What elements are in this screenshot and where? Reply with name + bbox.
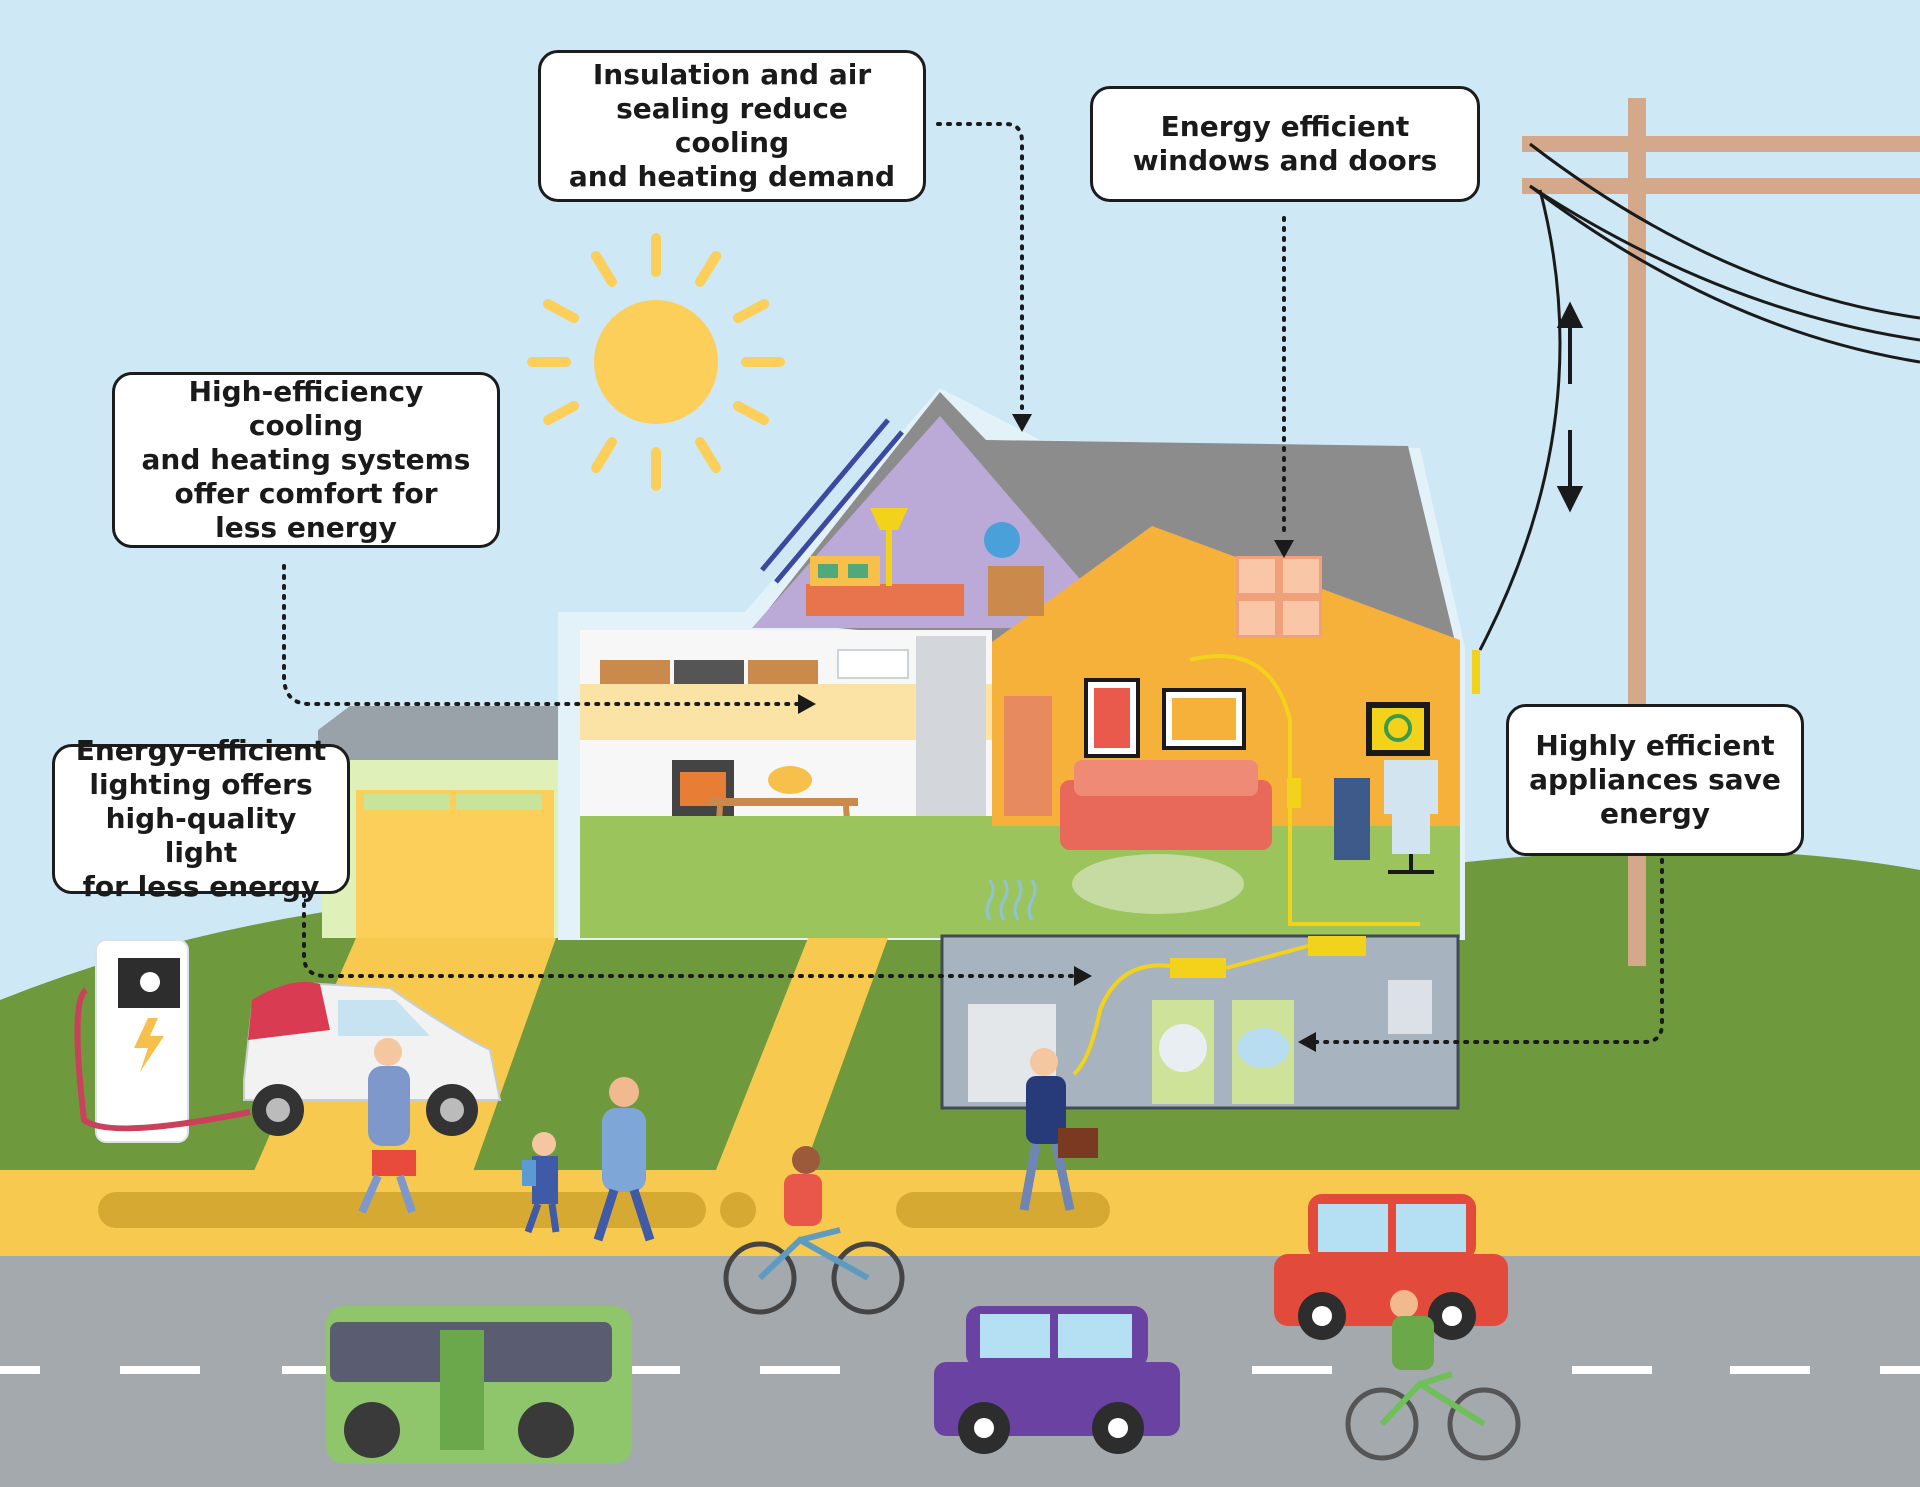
woman-walking xyxy=(358,1038,416,1214)
ev-charger-plug-icon xyxy=(140,972,160,992)
road-lane-markings xyxy=(0,1366,1920,1374)
lighting-callout-text: Energy-efficient lighting offers high-qu… xyxy=(75,734,327,903)
insulation-callout-text: Insulation and air sealing reduce coolin… xyxy=(568,58,896,193)
child-with-backpack xyxy=(522,1132,560,1234)
lightning-bolt-icon xyxy=(134,1018,164,1072)
cyclist-woman xyxy=(723,1146,905,1315)
appliances-connector xyxy=(1312,858,1664,1044)
attic-bedroom xyxy=(806,508,1044,616)
walkway-right xyxy=(712,938,888,1180)
adult-holding-hand xyxy=(593,1077,655,1242)
sun-icon xyxy=(527,233,785,491)
basement xyxy=(940,934,1460,1110)
solar-panels xyxy=(760,418,904,584)
insulation-connector xyxy=(936,122,1024,410)
man-with-briefcase xyxy=(1019,1048,1098,1211)
recycle-icon xyxy=(1384,714,1412,742)
sidewalk-shade-3 xyxy=(896,1192,1110,1228)
lighting-callout: Energy-efficient lighting offers high-qu… xyxy=(52,734,350,903)
red-car xyxy=(1274,1194,1508,1340)
windows-callout-text: Energy efficient windows and doors xyxy=(1132,110,1438,177)
callout-arrowheads xyxy=(798,414,1316,1052)
hvac-callout: High-efficiency cooling and heating syst… xyxy=(112,372,500,548)
garage xyxy=(318,706,600,938)
bidirectional-arrows-icon xyxy=(1556,301,1584,513)
sidewalk-shade-2 xyxy=(720,1192,756,1228)
callout-connectors xyxy=(282,122,1664,1044)
green-bus xyxy=(326,1306,632,1464)
appliances-callout-text: Highly efficient appliances save energy xyxy=(1529,729,1781,830)
kitchen xyxy=(580,630,992,869)
electric-car xyxy=(243,982,502,1136)
kitchen-floor xyxy=(580,816,992,938)
living-room xyxy=(985,556,1438,926)
hvac-callout-text: High-efficiency cooling and heating syst… xyxy=(141,375,471,544)
hvac-connector xyxy=(282,564,802,706)
appliances-callout: Highly efficient appliances save energy xyxy=(1506,704,1804,856)
lighting-connector xyxy=(302,892,1078,978)
windows-callout: Energy efficient windows and doors xyxy=(1090,86,1480,202)
purple-car xyxy=(934,1306,1180,1454)
insulation-callout: Insulation and air sealing reduce coolin… xyxy=(538,50,926,202)
cyclist-man xyxy=(1345,1290,1521,1461)
